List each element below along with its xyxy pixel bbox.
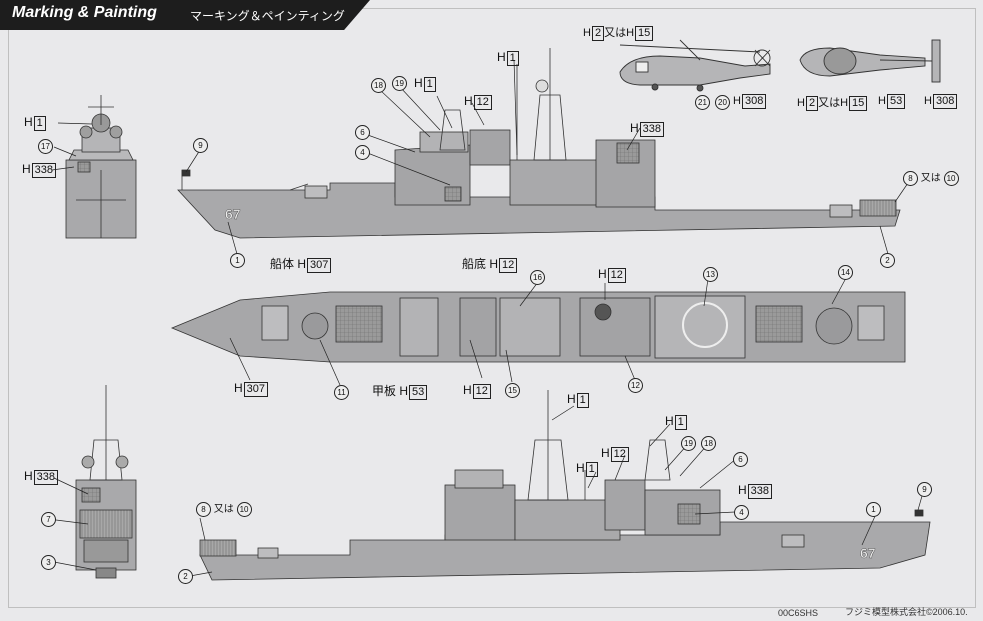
deck-plan-view (170, 291, 906, 363)
footer-company: フジミ模型株式会社©2006.10. (845, 607, 968, 617)
callout-17: 17 (38, 139, 53, 154)
top-8-or-10: 8 又は 10 (903, 169, 959, 186)
callout-19-bottom: 19 (681, 436, 696, 451)
footer-code: 00C6SHS (778, 608, 819, 618)
leader-lines (51, 59, 923, 577)
helicopter-side-view (619, 39, 771, 92)
callout-18: 18 (371, 78, 386, 93)
callout-6-bottom: 6 (733, 452, 748, 467)
front-view (65, 95, 137, 239)
top-side-view: 67 (177, 48, 901, 239)
bow-hull-number: 67 (225, 206, 241, 222)
callout-13: 13 (703, 267, 718, 282)
callout-16: 16 (530, 270, 545, 285)
callout-14: 14 (838, 265, 853, 280)
callout-12: 12 (628, 378, 643, 393)
callout-4-top: 4 (355, 145, 370, 160)
callout-21: 21 (695, 95, 710, 110)
callout-19: 19 (392, 76, 407, 91)
callout-4-bottom: 4 (734, 505, 749, 520)
callout-15: 15 (505, 383, 520, 398)
rear-view (75, 385, 137, 579)
helicopter-top-view (799, 39, 941, 83)
sheet-border (8, 8, 976, 608)
callout-9-top: 9 (193, 138, 208, 153)
callout-18-bottom: 18 (701, 436, 716, 451)
header-subtitle: マーキング＆ペインティング (190, 9, 345, 23)
bottom-side-view: 67 (199, 390, 931, 581)
callout-2-top: 2 (880, 253, 895, 268)
callout-3: 3 (41, 555, 56, 570)
bottom-8-or-10: 8 又は 10 (196, 500, 252, 517)
callout-1-top: 1 (230, 253, 245, 268)
header-bar: Marking & Painting マーキング＆ペインティング (0, 0, 370, 30)
stern-hull-number: 67 (860, 545, 876, 561)
callout-20: 20 (715, 95, 730, 110)
callout-2-bottom: 2 (178, 569, 193, 584)
callout-6-top: 6 (355, 125, 370, 140)
callout-1-bottom: 1 (866, 502, 881, 517)
callout-9-bottom: 9 (917, 482, 932, 497)
header-title: Marking & Painting (12, 4, 157, 21)
callout-11: 11 (334, 385, 349, 400)
callout-7: 7 (41, 512, 56, 527)
